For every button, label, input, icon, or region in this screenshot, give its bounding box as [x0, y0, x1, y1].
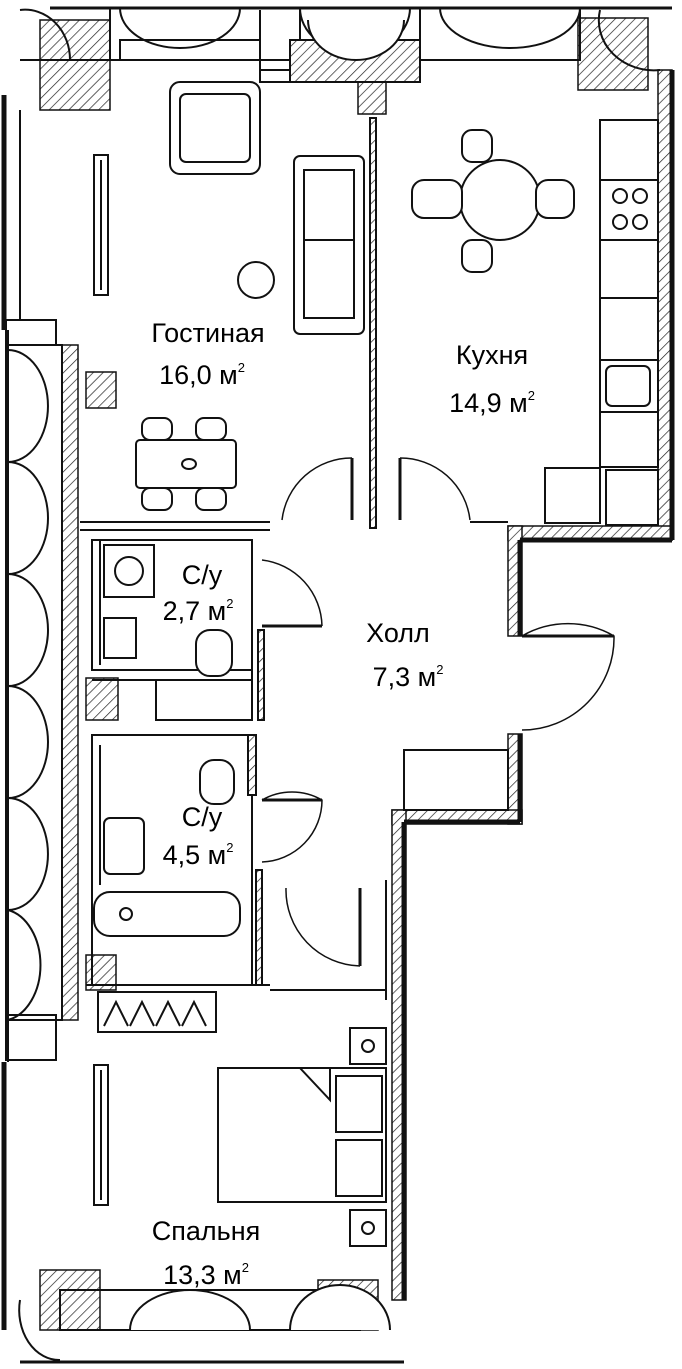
room-area-bedroom: 13,3 м2: [163, 1260, 249, 1290]
room-name-bath1: С/у: [182, 560, 223, 590]
bottom-windows: [18, 1284, 404, 1364]
radiators: [93, 154, 109, 1206]
room-name-bath2: С/у: [182, 802, 223, 832]
room-area-bath1: 2,7 м2: [163, 596, 234, 626]
kitchen-furniture: [411, 119, 659, 526]
room-area-living: 16,0 м2: [159, 360, 245, 390]
interior-walls: [19, 39, 509, 1000]
room-name-living: Гостиная: [151, 318, 264, 348]
room-area-kitchen: 14,9 м2: [449, 388, 535, 418]
living-furniture: [135, 81, 365, 511]
room-name-kitchen: Кухня: [456, 340, 528, 370]
doors: [261, 457, 615, 967]
room-labels: Гостиная 16,0 м2 Кухня 14,9 м2 С/у 2,7 м…: [151, 318, 535, 1290]
room-name-bedroom: Спальня: [152, 1216, 261, 1246]
room-name-hall: Холл: [366, 618, 430, 648]
room-area-hall: 7,3 м2: [373, 662, 444, 692]
left-outer-wall: [1, 70, 675, 1330]
top-windows: [19, 6, 672, 83]
room-area-bath2: 4,5 м2: [163, 840, 234, 870]
balcony-glazing: [5, 319, 63, 1062]
bathroom-fixtures: [93, 544, 241, 1033]
bedroom-furniture: [217, 1027, 387, 1247]
